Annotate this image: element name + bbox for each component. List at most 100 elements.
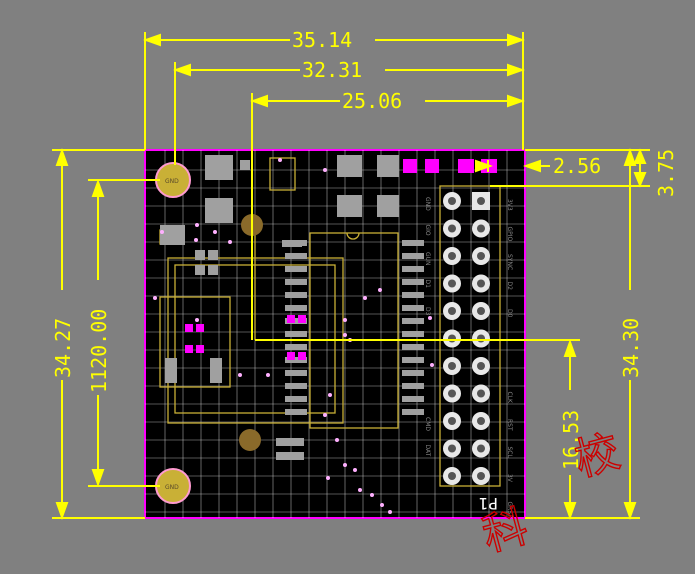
ic-pad-right <box>402 279 424 285</box>
dim-left-height: 34.27 <box>51 318 75 378</box>
dim-top-2: 32.31 <box>302 58 362 82</box>
via <box>353 468 357 472</box>
via <box>228 240 232 244</box>
via <box>343 463 347 467</box>
ic-pad-left <box>285 279 307 285</box>
dim-right-top: 3.75 <box>654 149 678 197</box>
dim-top-3: 25.06 <box>342 89 402 113</box>
header-pin-drill <box>477 334 485 343</box>
ic-pad-left <box>285 305 307 311</box>
via <box>430 363 434 367</box>
via <box>378 288 382 292</box>
via <box>195 223 199 227</box>
via <box>323 413 327 417</box>
ic-notch <box>346 232 360 240</box>
pin-label-right: CLK <box>506 392 513 405</box>
pin-header-p1 <box>443 192 490 485</box>
ic-pad-right <box>402 409 424 415</box>
component-pads <box>160 155 399 460</box>
pin-label-right: 3V <box>506 474 513 483</box>
via <box>195 318 199 322</box>
header-pin-drill <box>477 197 485 205</box>
drill-hole-2 <box>239 429 261 451</box>
header-pin-drill <box>477 389 485 398</box>
ic-pad-right <box>402 240 424 246</box>
via <box>278 158 282 162</box>
pin-label-right: 3V3 <box>506 199 513 211</box>
ic-pad-left <box>285 357 307 363</box>
header-pin-drill <box>448 307 456 315</box>
ic-pad-left <box>285 409 307 415</box>
via <box>160 230 164 234</box>
pin-label-right: GPIO <box>506 227 513 242</box>
ic-pad-left <box>285 383 307 389</box>
via <box>326 476 330 480</box>
via <box>266 373 270 377</box>
dim-left-hole-spacing: 1120.00 <box>87 309 111 393</box>
via <box>363 296 367 300</box>
via <box>380 503 384 507</box>
ic-pad-left <box>285 331 307 337</box>
connector-designator: P1 <box>479 494 498 513</box>
pin-label-left: GUN <box>424 252 431 266</box>
via <box>194 238 198 242</box>
header-pin-drill <box>477 307 485 315</box>
pin-label-left: D3 <box>424 307 431 316</box>
header-pin-drill <box>448 362 456 370</box>
watermark-char-1: 校 <box>569 426 625 487</box>
pin-label-left: CMD <box>424 417 431 431</box>
via <box>213 230 217 234</box>
via <box>238 373 242 377</box>
mount-hole-bottom: GND <box>155 468 191 504</box>
header-pin-drill <box>448 472 456 480</box>
via <box>335 438 339 442</box>
pin-label-right: GRST <box>506 502 513 519</box>
vias <box>153 158 434 514</box>
header-pin-drill <box>448 389 456 398</box>
dim-right-offset: 2.56 <box>553 154 601 178</box>
header-pin-drill <box>448 252 456 260</box>
dim-right-height: 34.30 <box>619 318 643 378</box>
ic-pad-left <box>285 318 307 324</box>
via <box>388 510 392 514</box>
dimension-labels: 35.14 32.31 25.06 2.56 3.75 34.27 1120.0… <box>51 28 678 470</box>
ic-pad-left <box>285 370 307 376</box>
pin-label-left: DAT <box>424 445 431 457</box>
pin-label-right: SYNC <box>506 254 513 270</box>
header-pin-drill <box>477 279 485 288</box>
header-pin-drill <box>477 224 485 233</box>
ic-pad-right <box>402 383 424 389</box>
header-pin-drill <box>477 252 485 260</box>
via <box>370 493 374 497</box>
via <box>343 333 347 337</box>
via <box>328 393 332 397</box>
pin-label-left: GND <box>424 197 431 211</box>
ic-pad-right <box>402 292 424 298</box>
pin-label-left: GIO <box>424 225 431 236</box>
via <box>428 316 432 320</box>
header-pin-drill <box>448 279 456 288</box>
mount-hole-top: GND <box>155 162 191 198</box>
ic-pad-right <box>402 318 424 324</box>
mount-hole-bottom-label: GND <box>165 484 179 491</box>
header-pin-drill <box>477 444 485 453</box>
mount-hole-top-label: GND <box>165 178 179 185</box>
pin-label-left: D1 <box>424 280 431 289</box>
ic-pad-left <box>285 266 307 272</box>
via <box>358 488 362 492</box>
dim-top-1: 35.14 <box>292 28 352 52</box>
header-pin-drill <box>477 472 485 480</box>
ic-pad-left <box>285 292 307 298</box>
via <box>153 296 157 300</box>
header-pin-drill <box>477 362 485 370</box>
ic-pad-right <box>402 331 424 337</box>
via <box>343 318 347 322</box>
header-pin-drill <box>477 417 485 425</box>
pin-labels: 3V3GPIOSYNCD2D0CLKRSTSCL3VGRSTGNDGIOGUND… <box>424 197 513 518</box>
pin-label-right: D2 <box>506 282 513 291</box>
header-pin-drill <box>448 197 456 205</box>
ic-pad-right <box>402 266 424 272</box>
ic-pad-right <box>402 344 424 350</box>
ic-pad-right <box>402 357 424 363</box>
